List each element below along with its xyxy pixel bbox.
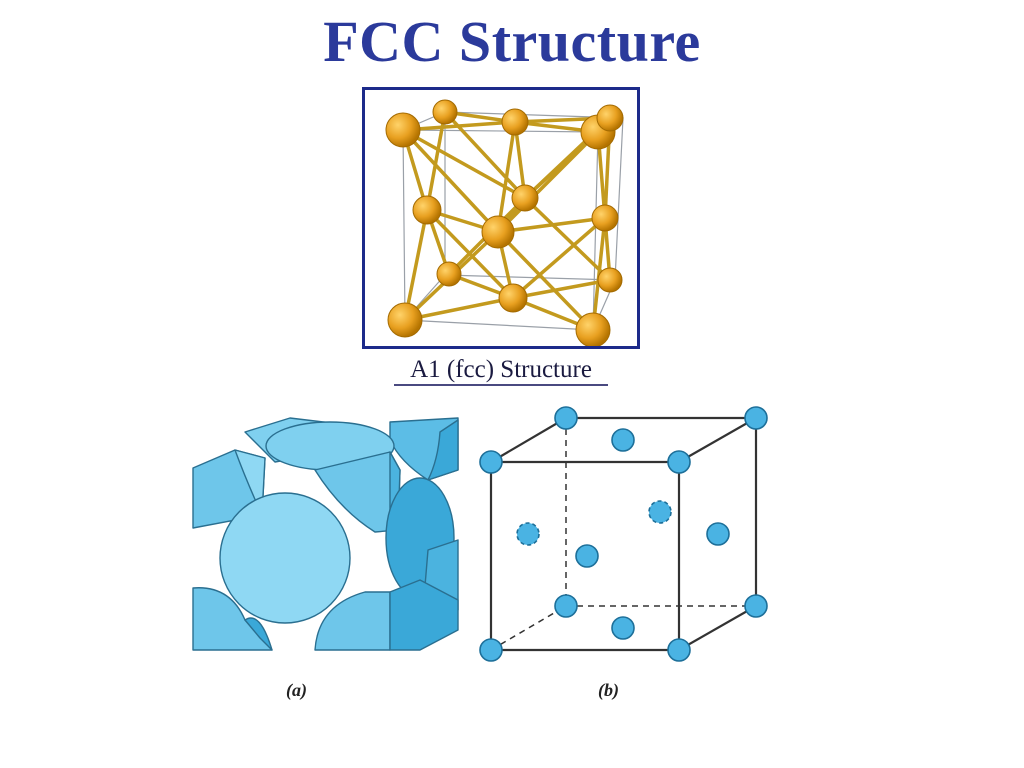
gold-atom xyxy=(481,215,515,249)
front-face-sphere xyxy=(219,492,351,624)
lattice-atom xyxy=(554,406,578,430)
bond xyxy=(512,278,611,300)
lattice-atom xyxy=(554,594,578,618)
bond xyxy=(591,217,607,331)
lattice-atom xyxy=(744,406,768,430)
lattice-model-label: (b) xyxy=(598,680,619,700)
lattice-atom xyxy=(611,428,635,452)
bond xyxy=(425,111,447,211)
ball-stick-caption: A1 (fcc) Structure xyxy=(394,356,608,386)
gold-atom xyxy=(591,204,619,232)
corner-piece-bottom-right xyxy=(314,591,391,651)
lattice-atom xyxy=(611,616,635,640)
slide-title: FCC Structure xyxy=(323,9,701,74)
bond xyxy=(496,230,595,332)
hidden-lattice-atom xyxy=(516,522,540,546)
lattice-atom xyxy=(575,544,599,568)
lattice-points-model xyxy=(479,406,768,662)
bond xyxy=(404,296,514,322)
gold-atom xyxy=(436,261,462,287)
gold-atom xyxy=(597,267,623,293)
hard-sphere-packing-model xyxy=(192,417,459,651)
lattice-atom xyxy=(667,638,691,662)
gold-atom xyxy=(412,195,442,225)
lattice-atom xyxy=(479,450,503,474)
packing-model-label: (a) xyxy=(286,680,307,700)
gold-atom xyxy=(596,104,624,132)
atoms xyxy=(385,99,624,346)
bond xyxy=(443,110,527,200)
bond xyxy=(511,216,607,300)
bond xyxy=(402,128,526,200)
gold-atom xyxy=(575,312,611,346)
gold-atom xyxy=(385,112,421,148)
lattice-atoms xyxy=(479,406,768,662)
lattice-atom xyxy=(744,594,768,618)
gold-atom xyxy=(511,184,539,212)
bond xyxy=(403,209,429,321)
bond xyxy=(401,128,500,234)
lattice-atom xyxy=(667,450,691,474)
gold-atom xyxy=(498,283,528,313)
ball-stick-model-frame xyxy=(362,87,640,349)
lattice-atom xyxy=(479,638,503,662)
ball-stick-model xyxy=(385,99,624,346)
lattice-atom xyxy=(706,522,730,546)
hidden-lattice-atom xyxy=(648,500,672,524)
gold-atom xyxy=(432,99,458,125)
gold-atom xyxy=(387,302,423,338)
bond xyxy=(425,208,515,300)
bond xyxy=(523,196,612,282)
gold-atom xyxy=(501,108,529,136)
hidden-cube-edges xyxy=(490,418,756,651)
